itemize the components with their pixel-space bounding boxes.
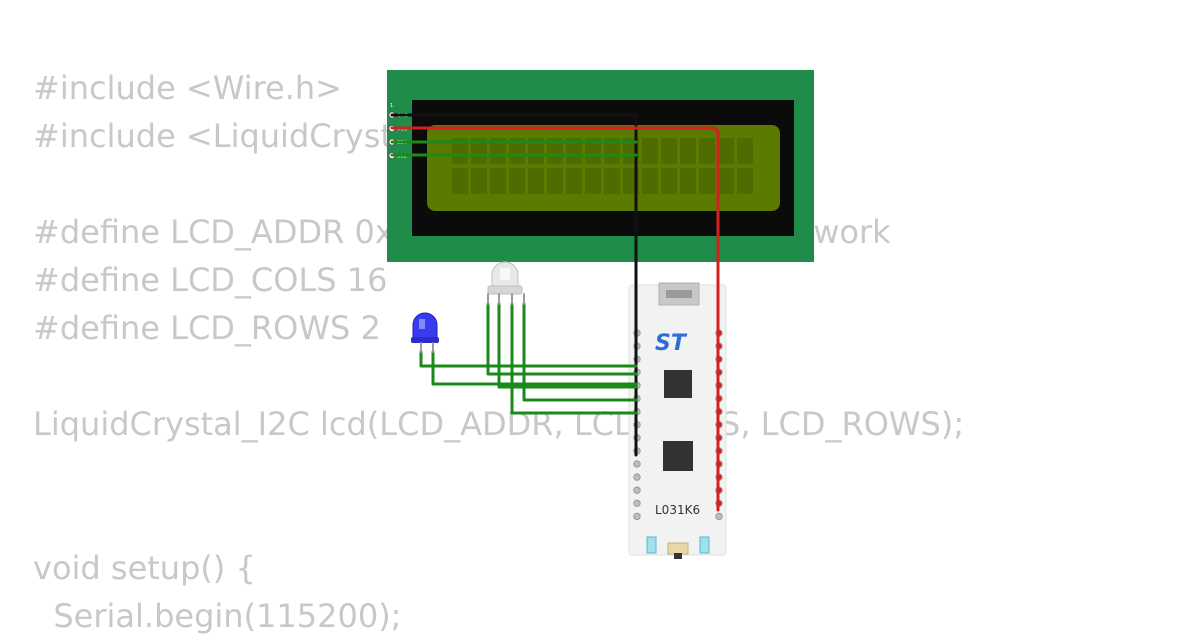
led-indicator-right [699,536,710,554]
board-pin-left[interactable] [633,460,641,468]
reset-button-base [674,553,682,559]
usb-port-opening [666,290,692,298]
code-line: #include <Wire.h> [33,69,342,107]
wire-rgb-3[interactable] [510,302,638,415]
board-pin-left[interactable] [633,499,641,507]
blue-led-rim [411,337,439,343]
lcd-char-cell [718,168,734,194]
board-pin-left[interactable] [633,512,641,521]
code-line: #define LCD_COLS 16 [33,261,388,299]
lcd-char-cell [661,168,677,194]
lcd-char-cell [547,138,563,164]
wire-led-anode[interactable] [431,350,638,386]
blue-led-legs [420,342,434,353]
wire-rgb-1[interactable] [486,302,638,376]
lcd-char-cell [509,168,525,194]
wires[interactable] [390,113,720,512]
rgb-led-highlight [500,268,510,280]
lcd-char-cell [642,168,658,194]
lcd-char-cell [471,138,487,164]
lcd-char-cell [452,168,468,194]
wire-vcc[interactable] [390,126,720,512]
blue-led[interactable] [411,312,439,343]
lcd-char-cell [528,168,544,194]
lcd-char-cell [699,168,715,194]
reset-button[interactable] [667,542,689,555]
rgb-led-rim [487,285,523,295]
lcd-pin1-label: 1 [390,103,393,109]
small-ic-chip [664,370,692,398]
rgb-led[interactable] [487,261,523,295]
lcd-char-cell [699,138,715,164]
lcd-character-grid [452,138,753,194]
board-model-label: L031K6 [655,503,700,517]
rgb-led-legs [487,293,525,305]
lcd-char-cell [566,138,582,164]
board-pin-left[interactable] [633,473,641,481]
code-line: void setup() { [33,549,256,587]
lcd-char-cell [604,168,620,194]
st-logo-icon: ST [655,331,688,356]
lcd-char-cell [471,168,487,194]
lcd-char-cell [585,168,601,194]
board-pin-left[interactable] [633,486,641,494]
lcd-char-cell [604,138,620,164]
mcu-chip [663,441,693,471]
lcd-char-cell [585,138,601,164]
lcd-char-cell [528,138,544,164]
lcd-char-cell [452,138,468,164]
blue-led-highlight [419,319,425,329]
lcd-char-cell [490,168,506,194]
code-line: Serial.begin(115200); [33,597,402,635]
lcd-char-cell [680,168,696,194]
lcd-char-cell [680,138,696,164]
led-indicator-left [646,536,657,554]
lcd-char-cell [509,138,525,164]
lcd-char-cell [737,138,753,164]
lcd-char-cell [547,168,563,194]
wire-gnd[interactable] [390,113,638,457]
lcd-char-cell [642,138,658,164]
code-line: #define LCD_ROWS 2 [33,309,381,347]
nucleo-board[interactable]: ST L031K6 [628,282,727,559]
lcd-char-cell [490,138,506,164]
lcd-char-cell [661,138,677,164]
wire-rgb-4[interactable] [522,302,638,402]
wire-rgb-2[interactable] [497,302,638,389]
wire-led-cathode[interactable] [419,350,638,368]
board-pin-right[interactable] [715,512,723,521]
lcd-char-cell [566,168,582,194]
lcd-char-cell [737,168,753,194]
lcd-char-cell [718,138,734,164]
